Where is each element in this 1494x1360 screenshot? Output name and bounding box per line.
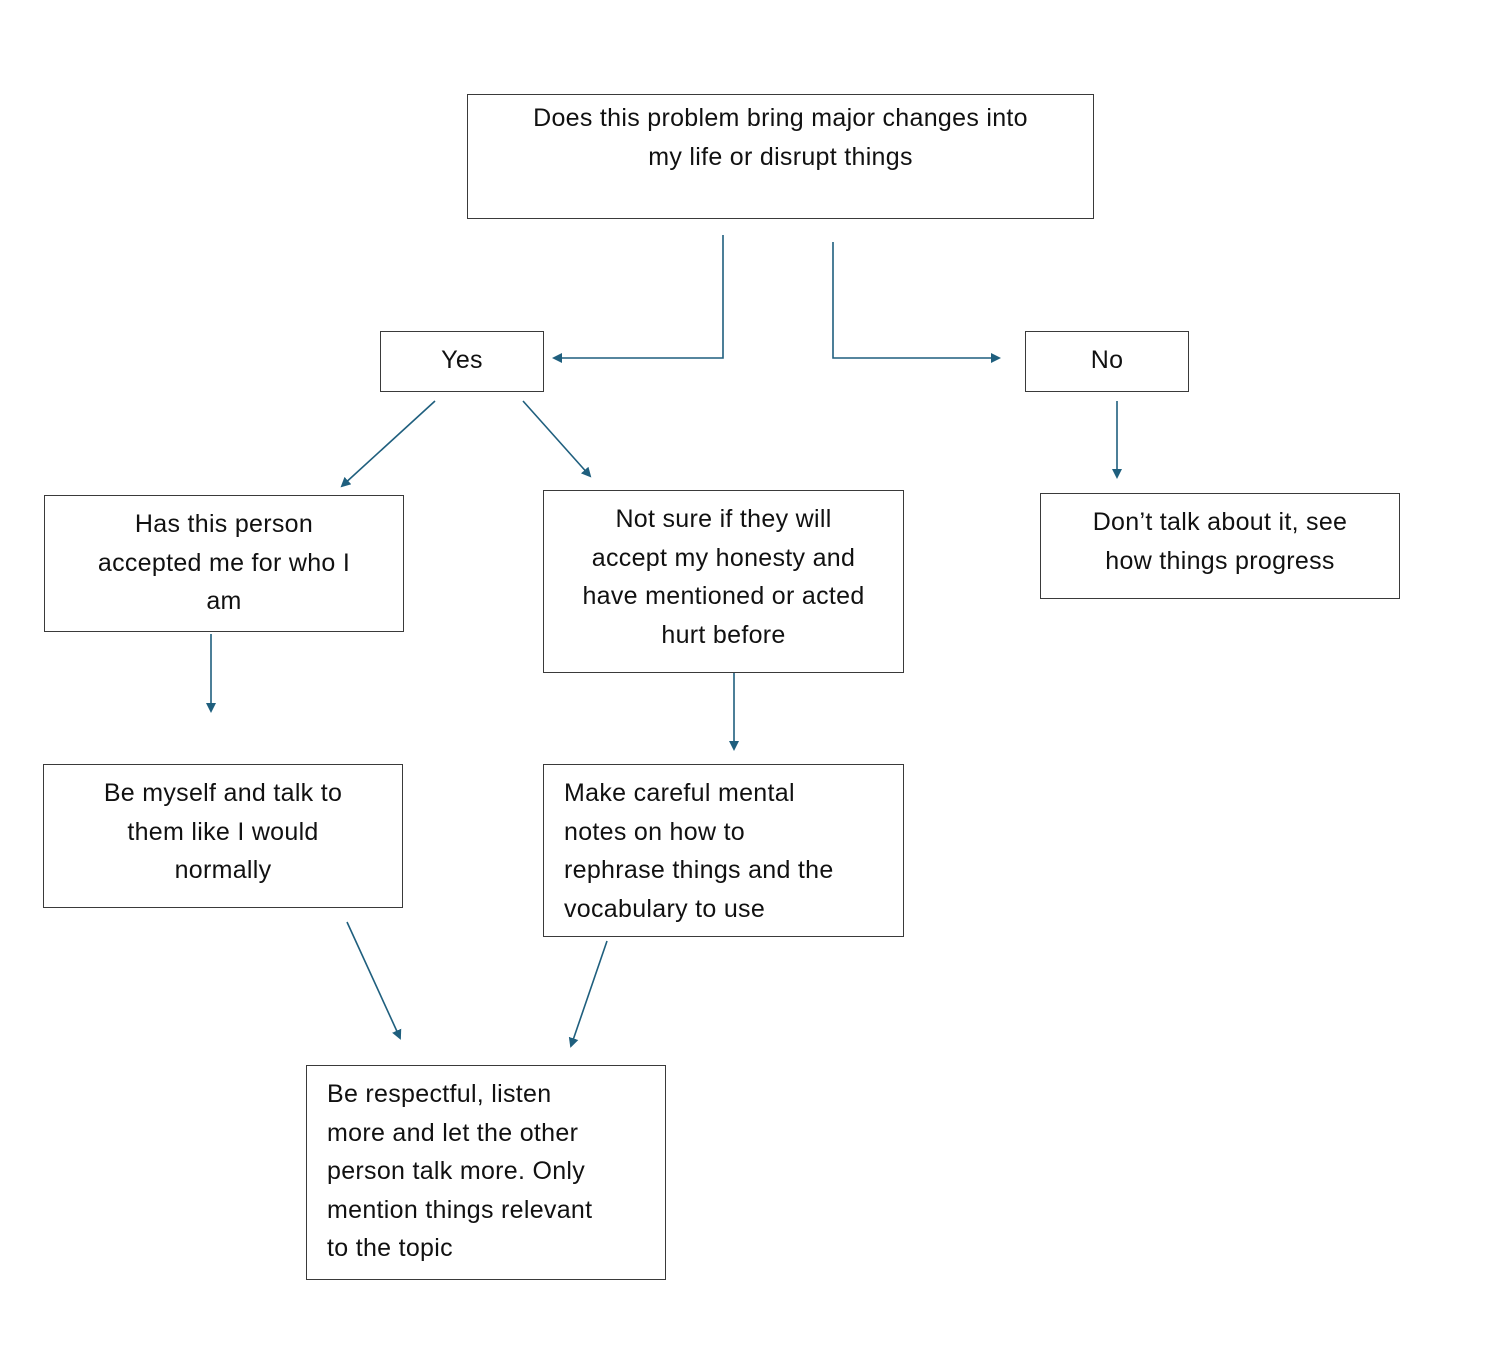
accepted-line-2: accepted me for who I — [97, 548, 351, 577]
dont-talk-line-2: how things progress — [1105, 546, 1335, 575]
accepted-line-3: am — [206, 587, 242, 615]
edge-yes-to-accepted — [340, 400, 436, 488]
yes-label: Yes — [441, 346, 483, 374]
not-sure-line-3: have mentioned or acted — [582, 582, 865, 610]
yes-box: Yes — [380, 331, 544, 392]
respectful-line-2: more and let the other — [327, 1118, 579, 1147]
not-sure-line-4: hurt before — [661, 620, 786, 649]
not-sure-line-2: accept my honesty and — [591, 543, 856, 572]
be-myself-box: Be myself and talk to them like I would … — [43, 764, 403, 908]
edge-yes-to-not-sure — [522, 400, 592, 478]
be-myself-line-1: Be myself and talk to — [103, 779, 343, 807]
question-line-2: my life or disrupt things — [648, 142, 913, 171]
respectful-line-4: mention things relevant — [327, 1195, 593, 1224]
careful-notes-line-1: Make careful mental — [564, 779, 795, 807]
no-label: No — [1090, 346, 1124, 374]
dont-talk-line-1: Don’t talk about it, see — [1092, 508, 1348, 536]
edge-question-to-yes — [552, 235, 724, 363]
be-myself-line-2: them like I would — [127, 817, 319, 846]
not-sure-box: Not sure if they will accept my honesty … — [543, 490, 904, 673]
edge-be-myself-to-respectful — [346, 921, 402, 1040]
no-box: No — [1025, 331, 1189, 392]
careful-notes-line-2: notes on how to — [564, 817, 746, 846]
respectful-box: Be respectful, listen more and let the o… — [306, 1065, 666, 1280]
question-line-1: Does this problem bring major changes in… — [533, 104, 1028, 132]
careful-notes-box: Make careful mental notes on how to reph… — [543, 764, 904, 937]
be-myself-line-3: normally — [174, 856, 272, 884]
accepted-box: Has this person accepted me for who I am — [44, 495, 404, 632]
respectful-line-1: Be respectful, listen — [327, 1080, 552, 1108]
not-sure-line-1: Not sure if they will — [615, 505, 832, 533]
accepted-line-1: Has this person — [134, 510, 314, 538]
careful-notes-line-4: vocabulary to use — [564, 894, 766, 923]
respectful-line-3: person talk more. Only — [327, 1157, 586, 1185]
careful-notes-line-3: rephrase things and the — [564, 856, 834, 884]
respectful-line-5: to the topic — [327, 1234, 453, 1262]
question-box: Does this problem bring major changes in… — [467, 94, 1094, 219]
edge-question-to-no — [832, 242, 1001, 363]
dont-talk-box: Don’t talk about it, see how things prog… — [1040, 493, 1400, 599]
edge-careful-notes-to-respectful — [568, 940, 608, 1048]
